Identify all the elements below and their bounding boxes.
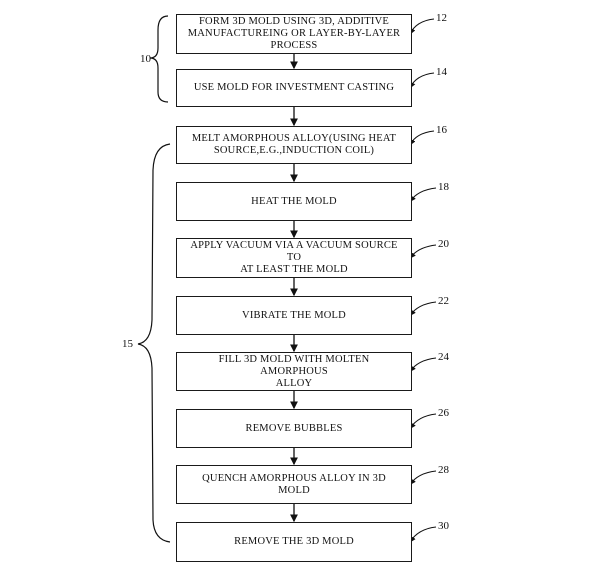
brace-top xyxy=(149,15,169,103)
leader-line-5 xyxy=(409,244,437,259)
ref-number-10: 30 xyxy=(438,520,449,532)
ref-number-4: 18 xyxy=(438,181,449,193)
leader-line-7 xyxy=(409,357,437,373)
step-box-6: VIBRATE THE MOLD xyxy=(176,296,412,335)
step-box-4: HEAT THE MOLD xyxy=(176,182,412,221)
ref-number-7: 24 xyxy=(438,351,449,363)
group-label-15: 15 xyxy=(122,338,133,350)
leader-line-6 xyxy=(409,301,437,317)
leader-line-2 xyxy=(409,72,435,89)
ref-number-8: 26 xyxy=(438,407,449,419)
ref-number-3: 16 xyxy=(436,124,447,136)
ref-number-2: 14 xyxy=(436,66,447,78)
leader-line-1 xyxy=(409,18,435,35)
step-box-5: APPLY VACUUM VIA A VACUUM SOURCE TO AT L… xyxy=(176,238,412,278)
ref-number-1: 12 xyxy=(436,12,447,24)
leader-line-8 xyxy=(409,413,437,430)
ref-number-6: 22 xyxy=(438,295,449,307)
leader-line-9 xyxy=(409,470,437,486)
ref-number-9: 28 xyxy=(438,464,449,476)
step-box-1: FORM 3D MOLD USING 3D, ADDITIVE MANUFACT… xyxy=(176,14,412,54)
leader-line-10 xyxy=(409,526,437,543)
brace-bottom xyxy=(137,143,171,543)
ref-number-5: 20 xyxy=(438,238,449,250)
step-box-7: FILL 3D MOLD WITH MOLTEN AMORPHOUS ALLOY xyxy=(176,352,412,391)
step-box-9: QUENCH AMORPHOUS ALLOY IN 3D MOLD xyxy=(176,465,412,504)
group-label-10: 10 xyxy=(140,53,151,65)
step-box-2: USE MOLD FOR INVESTMENT CASTING xyxy=(176,69,412,107)
step-box-10: REMOVE THE 3D MOLD xyxy=(176,522,412,562)
step-box-3: MELT AMORPHOUS ALLOY(USING HEAT SOURCE,E… xyxy=(176,126,412,164)
leader-line-4 xyxy=(409,187,437,203)
step-box-8: REMOVE BUBBLES xyxy=(176,409,412,448)
leader-line-3 xyxy=(409,130,435,146)
